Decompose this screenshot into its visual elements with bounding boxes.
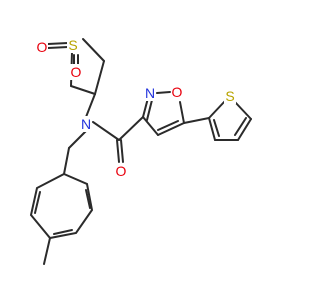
atom-label-n: N (145, 85, 155, 101)
bond (156, 91, 171, 94)
bond (234, 101, 252, 120)
bonds (29, 38, 252, 265)
bond (63, 147, 70, 175)
bond (120, 139, 124, 163)
bond (92, 121, 120, 141)
atom-label-o: O (116, 163, 127, 179)
atom-oxygen-carbonyl: O (115, 163, 127, 179)
bond (157, 120, 179, 131)
molecule-structure-diagram: S O O N O N O S (29, 37, 252, 265)
bond (43, 237, 51, 265)
bond (94, 60, 105, 95)
bond (179, 101, 185, 124)
bond (82, 38, 105, 62)
bond (116, 139, 120, 163)
atom-label-o: O (71, 64, 82, 80)
bond (34, 191, 41, 214)
bond (68, 130, 87, 149)
atom-sulfur-thiophene: S (224, 88, 236, 104)
bond (237, 118, 252, 141)
atom-labels: S O O N O N O S (36, 37, 236, 179)
atom-nitrogen-amide: N (80, 116, 92, 132)
benzene-ring (29, 172, 94, 240)
bond (47, 46, 69, 49)
atom-label-o: O (172, 84, 183, 100)
bond (213, 119, 220, 137)
bond (142, 116, 159, 136)
bond (142, 97, 149, 118)
atom-nitrogen-isoxazole: N (144, 85, 156, 101)
bond (85, 93, 96, 118)
atom-oxygen-isoxazole: O (171, 84, 183, 100)
bond (53, 229, 73, 235)
bond (70, 85, 96, 95)
atom-sulfur-sulfone: S (67, 37, 79, 53)
bond (85, 189, 91, 209)
bond (47, 42, 69, 45)
bond (183, 117, 210, 124)
atom-label-n: N (81, 116, 91, 132)
atom-label-o: O (37, 39, 48, 55)
bond (208, 117, 216, 141)
atom-label-s: S (225, 88, 234, 104)
bond (208, 100, 226, 119)
atom-oxygen-sulfone-bottom: O (70, 64, 82, 80)
bond (157, 122, 185, 136)
atom-oxygen-sulfone-left: O (36, 39, 48, 55)
bond (146, 99, 153, 121)
bond (118, 116, 144, 141)
bond (234, 117, 247, 136)
atom-label-s: S (68, 37, 77, 53)
